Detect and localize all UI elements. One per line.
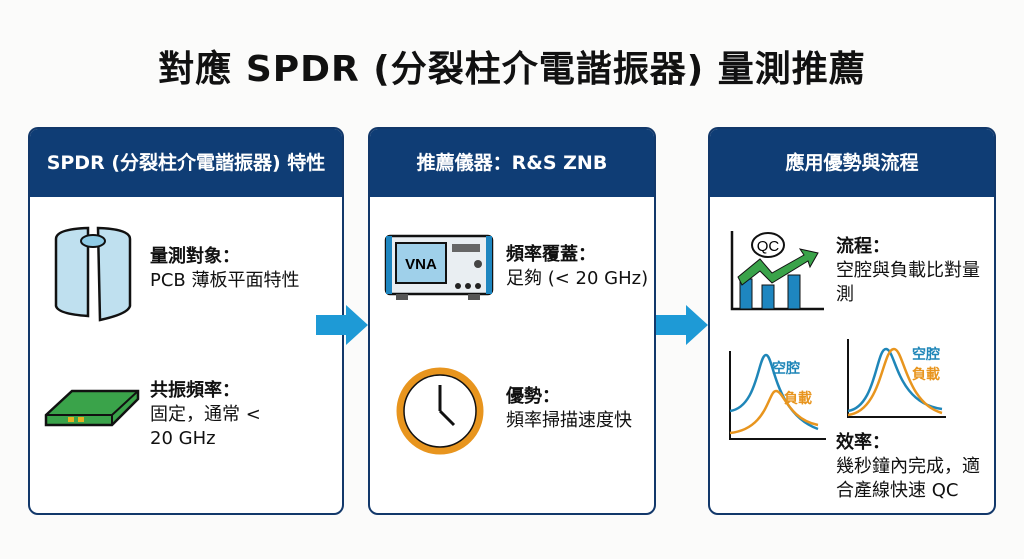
panel-header: 推薦儀器：R&S ZNB (370, 129, 654, 197)
panel-application-workflow: 應用優勢與流程 QC 流程： 空腔與負載比對量測 空腔 負載 空腔 負載 效率：… (708, 127, 996, 515)
item-text: 固定，通常 < 20 GHz (150, 404, 261, 449)
item-text: 足夠 (< 20 GHz) (506, 268, 649, 289)
loaded-label: 負載 (784, 390, 812, 407)
item-workflow: 流程： 空腔與負載比對量測 (836, 235, 986, 307)
item-frequency-coverage: 頻率覆蓋： 足夠 (< 20 GHz) (506, 243, 648, 291)
arrow-right-icon (656, 305, 708, 345)
loaded-label: 負載 (912, 366, 940, 383)
page-title: 對應 SPDR (分裂柱介電諧振器) 量測推薦 (158, 49, 866, 90)
resonance-curve-chart-2: 空腔 負載 (847, 339, 946, 418)
split-cylinder-icon (54, 226, 132, 322)
item-text: PCB 薄板平面特性 (150, 270, 300, 291)
item-text: 頻率掃描速度快 (506, 410, 632, 431)
item-label: 量測對象： (150, 246, 240, 267)
panel-header: 應用優勢與流程 (710, 129, 994, 197)
empty-cavity-label: 空腔 (912, 346, 940, 363)
vna-label: VNA (405, 256, 437, 273)
empty-cavity-label: 空腔 (772, 360, 800, 377)
item-label: 效率： (836, 432, 890, 453)
item-advantage: 優勢： 頻率掃描速度快 (506, 385, 632, 433)
qc-label: QC (757, 238, 780, 255)
panel-spdr-characteristics: SPDR (分裂柱介電諧振器) 特性 量測對象： PCB 薄板平面特性 共振頻率… (28, 127, 344, 515)
item-resonant-frequency: 共振頻率： 固定，通常 < 20 GHz (150, 379, 280, 451)
panel-header: SPDR (分裂柱介電諧振器) 特性 (30, 129, 342, 197)
vna-instrument-icon: VNA (384, 234, 494, 300)
item-label: 流程： (836, 236, 890, 257)
item-label: 優勢： (506, 386, 560, 407)
arrow-right-icon (316, 305, 368, 345)
clock-icon (396, 367, 484, 455)
item-label: 頻率覆蓋： (506, 244, 596, 265)
panel-recommended-instrument: 推薦儀器：R&S ZNB VNA 頻率覆蓋： 足夠 (< 20 GHz) 優勢：… (368, 127, 656, 515)
item-text: 空腔與負載比對量測 (836, 260, 980, 305)
qc-chart-icon: QC (730, 231, 824, 311)
resonance-curve-chart-1: 空腔 負載 (729, 351, 826, 440)
item-text: 幾秒鐘內完成，適合產線快速 QC (836, 456, 980, 501)
pcb-board-icon (44, 389, 140, 427)
item-measurement-target: 量測對象： PCB 薄板平面特性 (150, 245, 300, 293)
item-label: 共振頻率： (150, 380, 240, 401)
item-efficiency: 效率： 幾秒鐘內完成，適合產線快速 QC (836, 431, 986, 503)
